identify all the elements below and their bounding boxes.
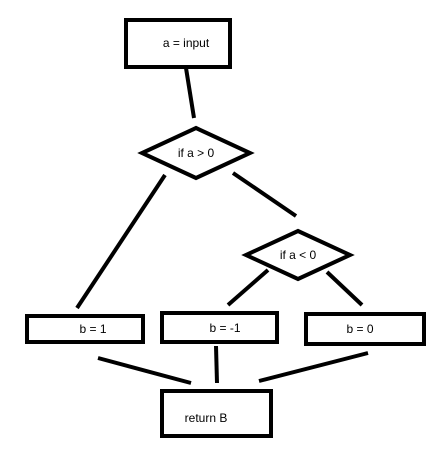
node-return-label: return B — [185, 411, 228, 425]
node-assign-b-0-label: b = 0 — [346, 322, 373, 336]
edges — [75, 67, 369, 385]
decision-diamond — [137, 125, 255, 181]
edge-b-0-to-return — [258, 351, 369, 383]
node-decision-a-lt-0-label: if a < 0 — [280, 248, 317, 262]
edge-b-1-to-return — [97, 356, 192, 385]
node-decision-a-gt-0-label: if a > 0 — [178, 146, 215, 160]
node-input: a = input — [124, 18, 232, 69]
edge-if-a-lt-0-to-b-0 — [325, 270, 364, 307]
process-box — [304, 312, 426, 346]
decision-diamond — [241, 228, 355, 282]
edge-if-a-gt-0-to-if-a-lt-0 — [231, 171, 298, 218]
edge-if-a-gt-0-to-b-1 — [75, 173, 167, 310]
node-assign-b-1-label: b = 1 — [79, 322, 106, 336]
process-box — [160, 389, 273, 438]
node-assign-b-0: b = 0 — [304, 312, 426, 346]
node-decision-a-gt-0: if a > 0 — [137, 125, 255, 181]
process-box — [160, 311, 279, 344]
node-input-label: a = input — [163, 36, 210, 50]
process-box — [25, 314, 145, 344]
node-decision-a-lt-0: if a < 0 — [241, 228, 355, 282]
node-assign-b-neg1: b = -1 — [160, 311, 279, 344]
process-box — [124, 18, 232, 69]
edge-b-neg1-to-return — [214, 345, 219, 384]
edge-input-to-if-a-gt-0 — [184, 67, 196, 119]
node-return: return B — [160, 389, 273, 438]
node-assign-b-1: b = 1 — [25, 314, 145, 344]
edge-if-a-lt-0-to-b-neg1 — [226, 268, 270, 307]
node-assign-b-neg1-label: b = -1 — [209, 321, 240, 335]
